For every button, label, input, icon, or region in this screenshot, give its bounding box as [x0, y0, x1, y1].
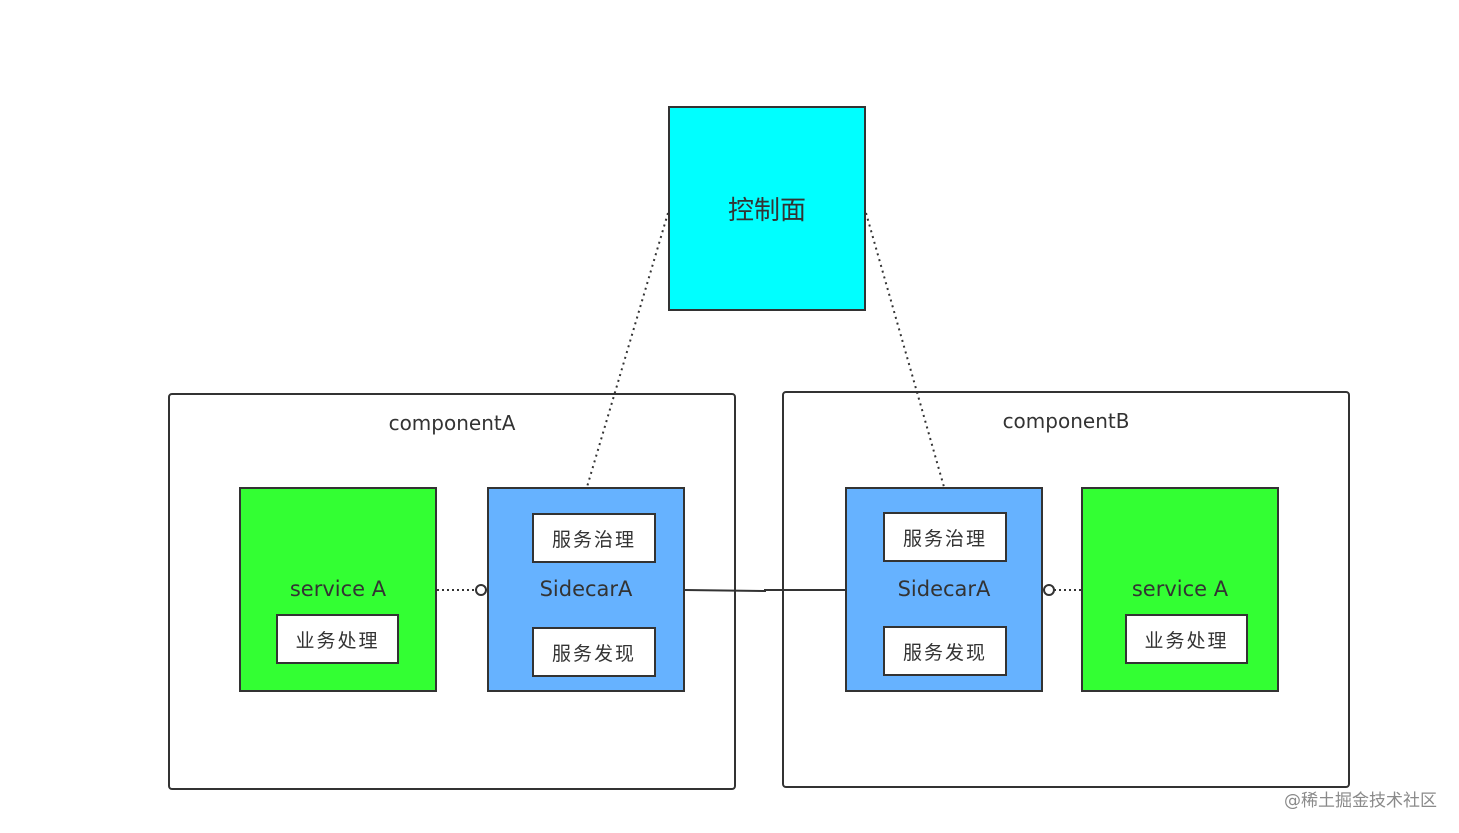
watermark-text: @稀土掘金技术社区 — [1284, 791, 1437, 811]
component-b-sidecar-label: SidecarA — [897, 577, 991, 601]
component-a-label: componentA — [388, 411, 516, 435]
component-b-service-governance-box: 服务治理 — [883, 512, 1007, 562]
component-b-service-label: service A — [1131, 577, 1229, 601]
sidecar-a-interface-port — [475, 584, 487, 596]
component-b-service-discovery-box: 服务发现 — [883, 626, 1007, 676]
component-a-business-logic-box: 业务处理 — [276, 614, 399, 664]
component-a-service-node: service A 业务处理 — [239, 487, 437, 692]
component-b-service-node: service A 业务处理 — [1081, 487, 1279, 692]
control-to-sidecar-a-dotted-line — [586, 212, 669, 488]
control-to-sidecar-b-dotted-line — [865, 212, 945, 488]
component-b-sidecar-node: 服务治理 SidecarA 服务发现 — [845, 487, 1043, 692]
sidecar-b-interface-port — [1043, 584, 1055, 596]
control-plane-label: 控制面 — [727, 196, 806, 226]
component-a-service-label: service A — [289, 577, 387, 601]
component-a-sidecar-node: 服务治理 SidecarA 服务发现 — [487, 487, 685, 692]
sidecar-a-to-sidecar-b-link — [684, 589, 845, 593]
component-a-service-discovery-box: 服务发现 — [532, 627, 656, 677]
component-a-sidecar-label: SidecarA — [539, 577, 633, 601]
component-b-business-logic-box: 业务处理 — [1125, 614, 1248, 664]
component-b-label: componentB — [1002, 409, 1130, 433]
component-a-service-governance-box: 服务治理 — [532, 513, 656, 563]
control-plane-node: 控制面 — [668, 106, 866, 311]
